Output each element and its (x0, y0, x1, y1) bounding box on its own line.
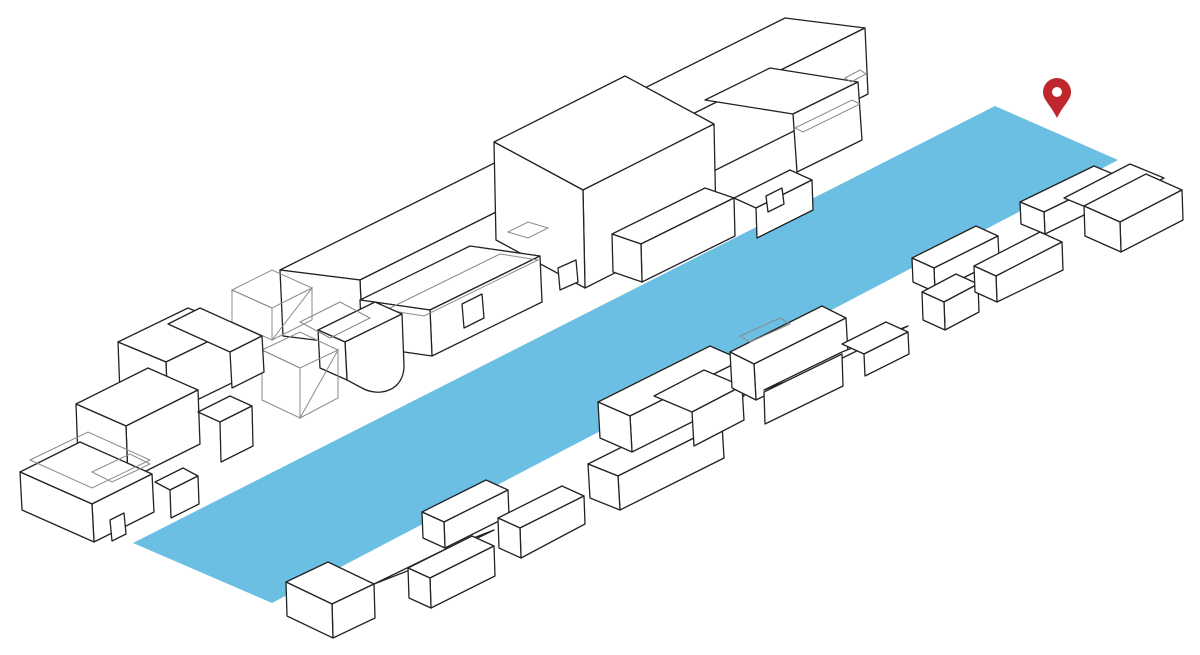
block-south-4 (729, 305, 910, 425)
curved-corner-building (317, 301, 405, 393)
block-south-6 (1019, 163, 1184, 253)
block-south-2 (421, 479, 586, 559)
north-building-cluster (19, 17, 869, 543)
canal (133, 106, 1118, 603)
block-south-3 (587, 345, 745, 511)
block-south-1 (285, 529, 496, 639)
frame-pavilions (230, 269, 372, 420)
terrace-block-east (704, 67, 867, 173)
map-pin-icon (1043, 78, 1071, 118)
south-building-cluster (285, 163, 1184, 639)
block-west-lower (19, 431, 200, 543)
front-shops-north (611, 169, 814, 283)
block-south-5 (911, 225, 1064, 331)
